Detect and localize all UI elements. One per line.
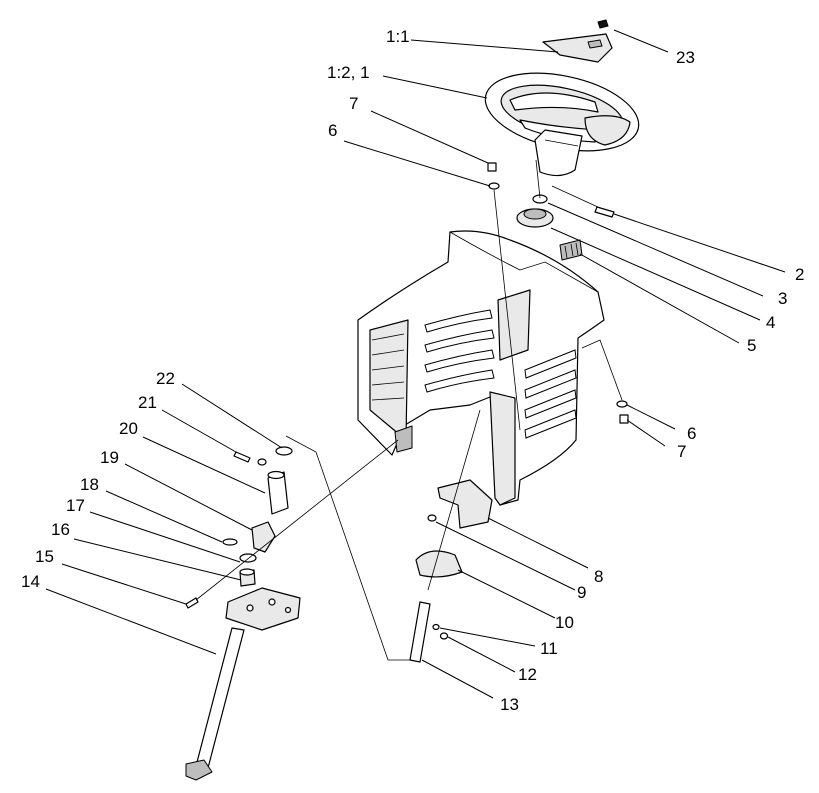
dash-housing[interactable]: [357, 230, 605, 506]
washer-22[interactable]: [275, 446, 293, 456]
label-7-right: 7: [677, 442, 686, 461]
callout-labels: 1:1 1:2, 1 23 7 6 2 3 4 5 6 7 8 9 10 11 …: [21, 27, 804, 714]
shaft-13[interactable]: [409, 601, 431, 663]
steering-wheel-cap[interactable]: [542, 33, 613, 63]
clip-5[interactable]: [559, 239, 583, 261]
label-6-top: 6: [328, 121, 337, 140]
bolt-7b[interactable]: [619, 414, 629, 424]
washer-6b[interactable]: [616, 400, 628, 408]
label-1-1: 1:1: [386, 27, 410, 46]
steering-wheel[interactable]: [478, 61, 646, 177]
emblem-small[interactable]: [597, 19, 609, 29]
label-9: 9: [577, 583, 586, 602]
bolt-7a[interactable]: [487, 162, 497, 172]
label-11: 11: [540, 639, 558, 658]
plate-16[interactable]: [225, 587, 301, 631]
label-6-right: 6: [687, 424, 696, 443]
label-15: 15: [35, 547, 54, 566]
washer-11[interactable]: [432, 623, 440, 631]
label-1-2-1: 1:2, 1: [327, 63, 370, 82]
washer-18[interactable]: [222, 538, 238, 546]
tube-20[interactable]: [267, 470, 289, 515]
label-13: 13: [500, 695, 519, 714]
label-21: 21: [138, 393, 157, 412]
label-2: 2: [795, 265, 804, 284]
label-3: 3: [778, 289, 787, 308]
label-22: 22: [156, 369, 175, 388]
bracket-8[interactable]: [437, 479, 493, 529]
washer-6a[interactable]: [488, 182, 500, 190]
roll-pin[interactable]: [594, 206, 615, 218]
label-4: 4: [766, 313, 775, 332]
nut-9[interactable]: [427, 514, 437, 522]
label-16: 16: [51, 520, 70, 539]
pivot-block-19[interactable]: [251, 521, 276, 553]
label-8: 8: [594, 567, 603, 586]
label-10: 10: [555, 613, 574, 632]
bolt-21[interactable]: [233, 451, 267, 466]
label-20: 20: [119, 419, 138, 438]
cover-10[interactable]: [415, 550, 463, 578]
label-18: 18: [80, 475, 99, 494]
label-23: 23: [676, 48, 695, 67]
label-7-top: 7: [349, 94, 358, 113]
label-14: 14: [21, 572, 40, 591]
nut-12[interactable]: [439, 632, 449, 640]
bushing-4[interactable]: [516, 208, 554, 228]
washer-17[interactable]: [239, 553, 257, 563]
screw-15[interactable]: [185, 597, 199, 609]
label-17: 17: [66, 496, 85, 515]
label-12: 12: [518, 665, 537, 684]
label-5: 5: [747, 336, 756, 355]
label-19: 19: [100, 448, 119, 467]
shaft-14[interactable]: [185, 627, 245, 781]
bushing-16[interactable]: [239, 568, 256, 587]
leader-lines: [45, 29, 786, 699]
assembly-lines: [195, 159, 623, 661]
